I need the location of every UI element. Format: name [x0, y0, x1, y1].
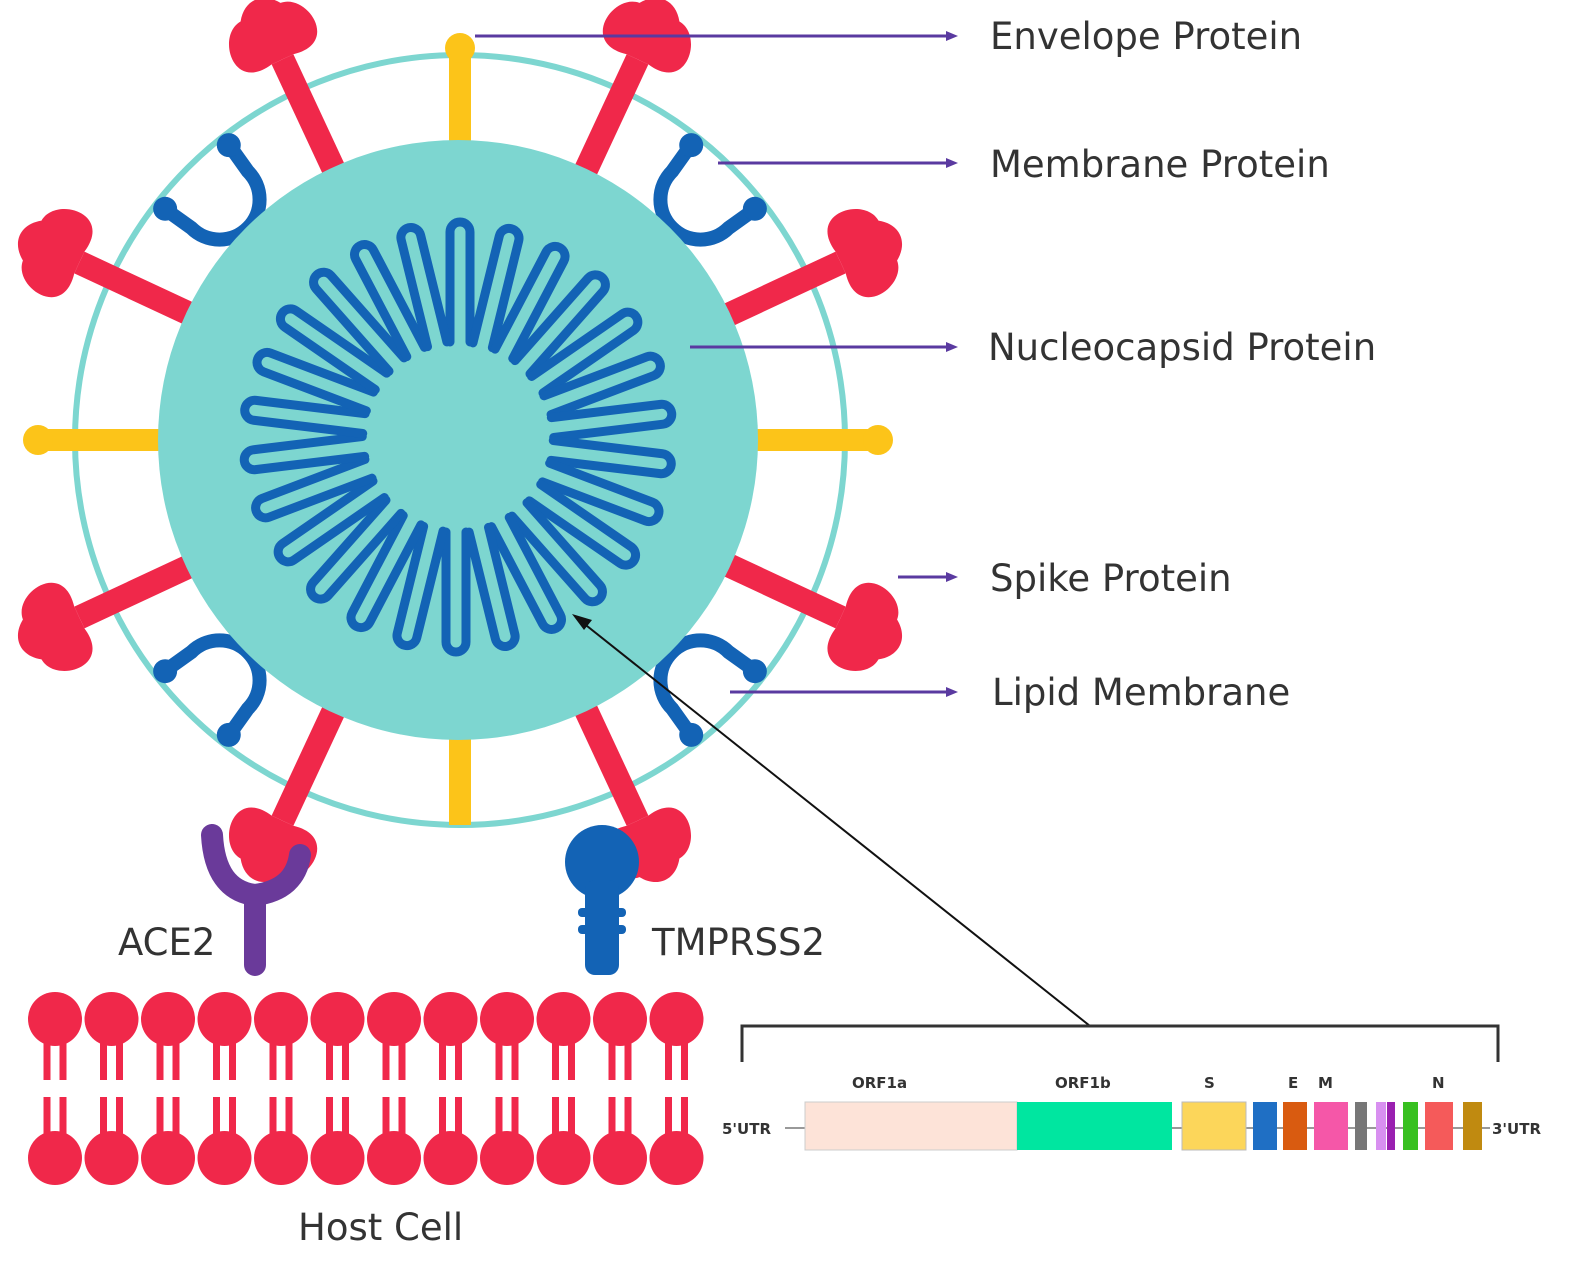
genome-pointer-arrowhead	[572, 614, 592, 630]
rna-loop	[350, 240, 429, 362]
phospholipid-pair	[593, 992, 647, 1185]
rna-loop	[527, 307, 643, 398]
spike-arrowhead	[946, 572, 958, 582]
tmprss2-enzyme	[565, 825, 639, 975]
rna-loop	[539, 351, 665, 420]
rna-loop	[309, 267, 409, 376]
membrane-arrowhead	[946, 158, 958, 168]
genome-bracket	[740, 1024, 1500, 1062]
rna-loop	[240, 395, 370, 438]
phospholipid-pair	[649, 992, 704, 1185]
phospholipid-pair	[423, 992, 478, 1185]
phospholipid-pair	[480, 992, 534, 1185]
phospholipid-pair	[254, 992, 308, 1185]
phospholipid-pair	[141, 992, 195, 1185]
n-block	[1425, 1102, 1453, 1150]
membrane-protein	[653, 133, 767, 247]
phospholipid-pair	[367, 992, 421, 1185]
host-cell-bilayer	[28, 992, 704, 1185]
rna-loop	[510, 270, 610, 379]
s-block	[1181, 1101, 1247, 1151]
rna-loop	[396, 223, 452, 352]
rna-loop	[251, 454, 377, 523]
orf1a-label: ORF1a	[852, 1074, 907, 1092]
spike-protein	[18, 543, 221, 671]
orf7b-block	[1387, 1102, 1395, 1150]
orf1b-label: ORF1b	[1055, 1074, 1111, 1092]
ace2-label: ACE2	[118, 921, 215, 964]
spike-protein	[699, 209, 902, 337]
spike-protein-label: Spike Protein	[990, 557, 1232, 600]
orf6-block	[1355, 1102, 1367, 1150]
rna-loop	[275, 304, 392, 395]
membrane-protein	[653, 633, 767, 747]
phospholipid-pair	[197, 992, 252, 1185]
rna-loop	[392, 521, 448, 651]
rna-loop	[490, 241, 570, 363]
spike-protein	[229, 0, 357, 201]
phospholipid-pair	[84, 992, 139, 1185]
rna-loop	[445, 217, 475, 347]
membrane-protein-label: Membrane Protein	[990, 143, 1330, 186]
e-label: E	[1288, 1074, 1298, 1092]
rna-loop	[538, 458, 664, 527]
leader-lines	[475, 31, 958, 697]
orf3a-block	[1253, 1102, 1277, 1150]
phospholipid-pair	[310, 992, 365, 1185]
genome-map: 5'UTR 3'UTR ORF1a ORF1b S E M N	[722, 1074, 1541, 1151]
nucleocapsid-protein-label: Nucleocapsid Protein	[988, 326, 1376, 369]
rna-loop	[306, 495, 406, 604]
orf10-block	[1463, 1102, 1482, 1150]
m-block	[1314, 1102, 1348, 1150]
nucleocapsid-arrowhead	[946, 342, 958, 352]
rna-loop	[252, 347, 378, 416]
orf7a-block	[1376, 1102, 1386, 1150]
rna-loop	[464, 522, 520, 651]
m-label: M	[1318, 1074, 1333, 1092]
rna-loop	[441, 527, 471, 657]
lipid-arrowhead	[946, 687, 958, 697]
host-cell-label: Host Cell	[298, 1206, 463, 1249]
envelope-protein-label: Envelope Protein	[990, 15, 1302, 58]
rna-loop	[546, 399, 677, 442]
ace2-receptor	[201, 824, 311, 976]
orf1a-block	[804, 1101, 1018, 1151]
orf8-block	[1403, 1102, 1418, 1150]
phospholipid-pair	[28, 992, 82, 1185]
rna-loop	[239, 432, 370, 475]
rna-loop	[546, 436, 676, 479]
rna-loop	[468, 223, 524, 353]
spike-protein	[699, 543, 902, 671]
phospholipid-pair	[536, 992, 591, 1185]
genome-pointer-line	[581, 621, 1091, 1027]
spike-protein	[18, 209, 221, 337]
s-label: S	[1204, 1074, 1215, 1092]
n-label: N	[1432, 1074, 1445, 1092]
rna-loop	[507, 498, 607, 607]
utr3-label: 3'UTR	[1492, 1120, 1541, 1138]
orf1b-block	[1017, 1102, 1172, 1150]
rna-coils	[239, 217, 677, 657]
lipid-membrane-label: Lipid Membrane	[992, 671, 1290, 714]
rna-loop	[346, 511, 426, 633]
rna-loop	[487, 512, 566, 634]
rna-loop	[524, 479, 641, 570]
rna-loop	[273, 476, 389, 567]
tmprss2-label: TMPRSS2	[651, 921, 825, 964]
e-block	[1283, 1102, 1307, 1150]
envelope-arrowhead	[946, 31, 958, 41]
utr5-label: 5'UTR	[722, 1120, 771, 1138]
